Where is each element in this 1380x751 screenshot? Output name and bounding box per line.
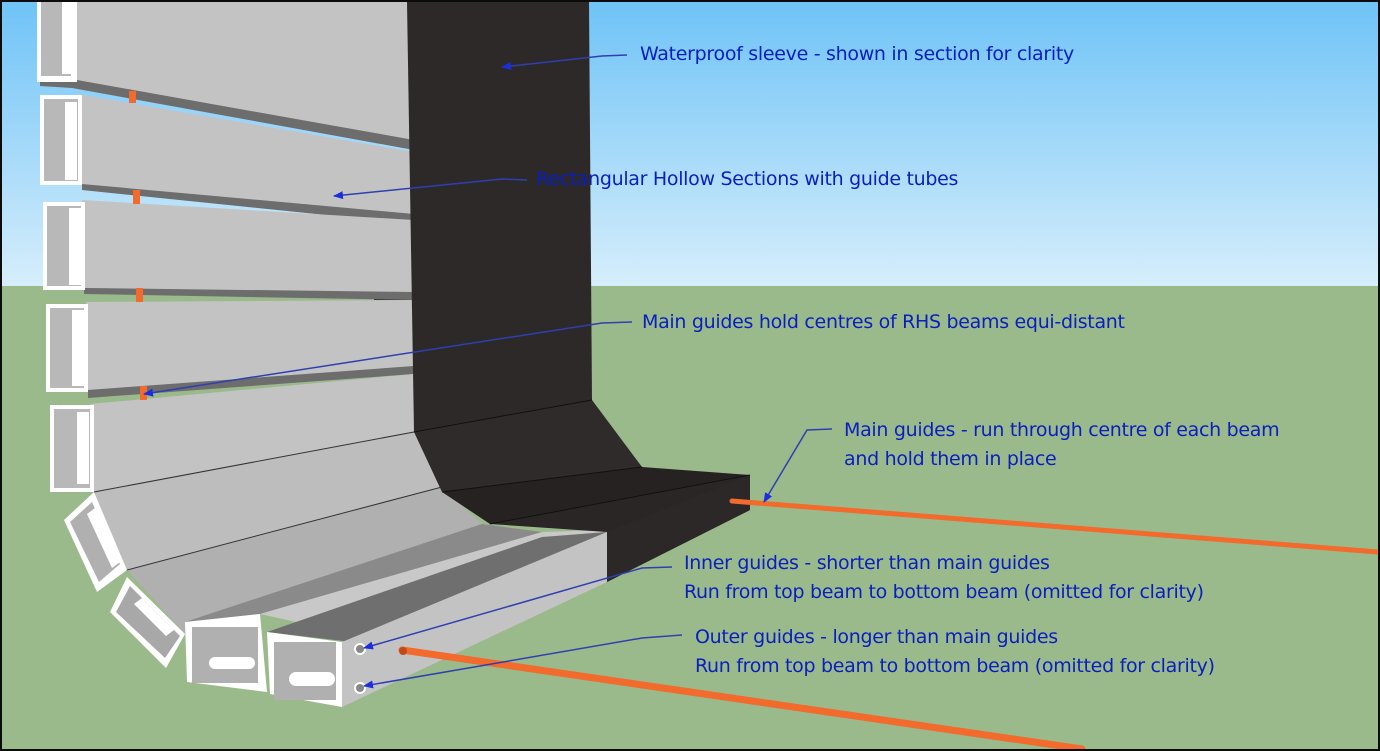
inner-guide-hole bbox=[354, 643, 366, 655]
waterproof-sleeve bbox=[407, 2, 751, 582]
main-guide-stub bbox=[129, 91, 136, 103]
annotation-inner-guides: Inner guides - shorter than main guides … bbox=[684, 552, 1204, 603]
outer-guide-hole bbox=[354, 682, 366, 694]
rhs-beam bbox=[50, 374, 414, 492]
main-guide-stub bbox=[136, 288, 143, 302]
annotation-waterproof-sleeve: Waterproof sleeve - shown in section for… bbox=[640, 43, 1074, 65]
leader-line-outer bbox=[363, 634, 683, 689]
rhs-beam bbox=[40, 94, 414, 224]
rhs-beam-curved bbox=[267, 532, 607, 707]
leader-line-main-run bbox=[763, 428, 833, 503]
rhs-beam bbox=[43, 200, 414, 300]
rhs-beam bbox=[37, 2, 414, 150]
main-guide-tube bbox=[398, 646, 1086, 749]
annotation-main-guides-centres: Main guides hold centres of RHS beams eq… bbox=[642, 311, 1125, 333]
rhs-beam-curved bbox=[110, 486, 482, 668]
main-guide-end bbox=[399, 647, 407, 655]
leader-line-sleeve bbox=[501, 54, 628, 70]
leader-line-rhs bbox=[333, 178, 528, 200]
annotation-outer-guides: Outer guides - longer than main guides R… bbox=[695, 626, 1215, 677]
main-guide-stub bbox=[133, 190, 140, 204]
main-guide-tube bbox=[729, 498, 1378, 555]
rhs-beam-curved bbox=[64, 431, 442, 592]
annotation-rhs-sections: Rectangular Hollow Sections with guide t… bbox=[536, 168, 959, 190]
leader-line-main-centres bbox=[143, 321, 633, 397]
leader-line-inner bbox=[363, 566, 673, 650]
annotation-main-guides-run: Main guides - run through centre of each… bbox=[844, 419, 1280, 470]
